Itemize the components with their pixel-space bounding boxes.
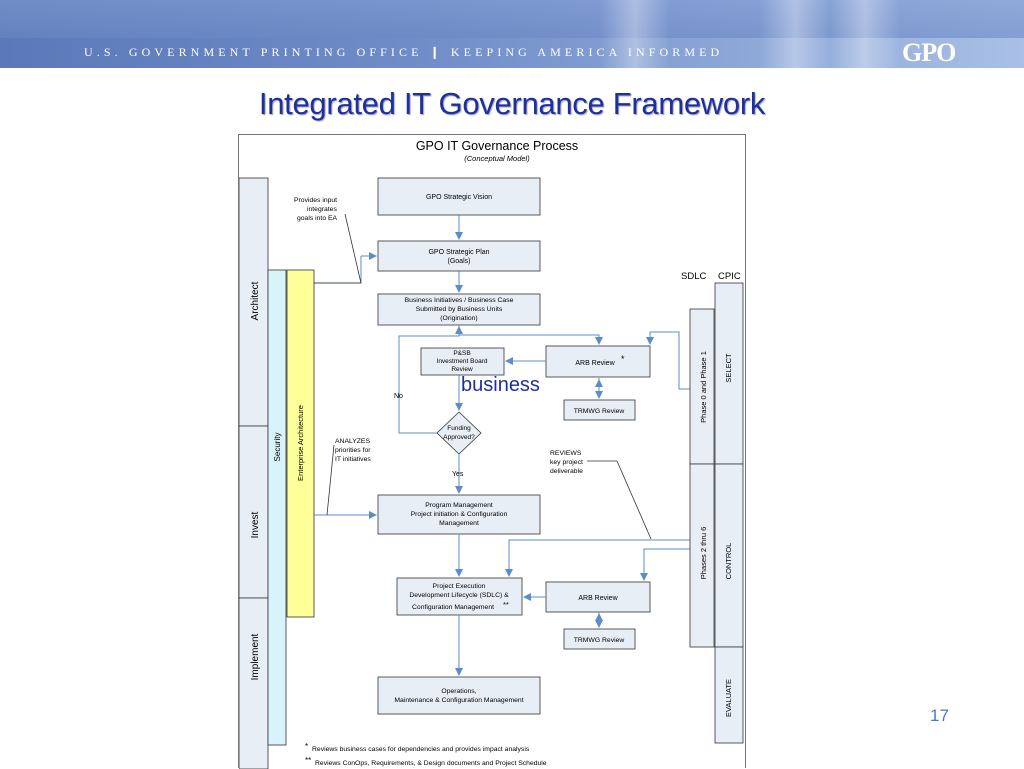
label-provides-1: Provides input (294, 197, 337, 204)
header-banner: U.S. GOVERNMENT PRINTING OFFICE ❙ KEEPIN… (0, 0, 1024, 68)
security-label: Security (273, 433, 282, 462)
business-initiatives-text-1: Business Initiatives / Business Case (405, 297, 514, 304)
footnote-star-2: ** (305, 756, 311, 765)
program-management-box (377, 494, 541, 535)
trmwg-review-box-2 (563, 628, 636, 650)
strategic-plan-text-1: GPO Strategic Plan (428, 249, 489, 256)
label-analyzes-1: ANALYZES (335, 438, 370, 445)
cpic-header: CPIC (718, 271, 741, 282)
business-initiatives-text-3: (Origination) (440, 315, 477, 322)
trmwg-review-box-1 (563, 399, 636, 421)
page-number: 17 (930, 706, 949, 725)
banner-column-shading (600, 0, 670, 68)
sdlc-phase01-label: Phase 0 and Phase 1 (699, 351, 708, 423)
project-execution-star: ** (503, 600, 509, 609)
enterprise-architecture-bar (286, 269, 315, 618)
label-yes: Yes (452, 471, 464, 478)
banner-column-shading (760, 0, 830, 68)
trmwg-review-text-1: TRMWG Review (574, 408, 625, 415)
phase-invest-label: Invest (250, 511, 261, 538)
program-management-text-2: Project initiation & Configuration (411, 511, 508, 518)
funding-decision-diamond (436, 411, 482, 455)
slide-title: Integrated IT Governance Framework (258, 86, 766, 121)
security-bar (267, 269, 287, 746)
psb-review-box (420, 347, 505, 376)
trmwg-review-text-2: TRMWG Review (574, 637, 625, 644)
sdlc-phase01-box (689, 308, 715, 465)
phase-implement-box (239, 597, 269, 769)
business-initiatives-text-2: Submitted by Business Units (416, 306, 503, 313)
leader-provides-input (314, 213, 362, 284)
cpic-evaluate-box (714, 646, 744, 744)
footnote-2: Reviews ConOps, Requirements, & Design d… (315, 760, 547, 767)
strategic-plan-text-2: (Goals) (448, 258, 471, 265)
psb-text-1: P&SB (453, 350, 470, 357)
flow-connectors (314, 215, 690, 676)
label-reviews-3: deliverable (550, 468, 583, 475)
cpic-select-box (714, 282, 744, 465)
footnote-star-1: * (305, 742, 308, 751)
arb-review-star: * (621, 354, 625, 364)
arb-review-text-2: ARB Review (578, 595, 618, 602)
psb-text-3: Review (451, 366, 473, 373)
phase-column: Architect Invest Implement (239, 177, 269, 769)
footnote-1: Reviews business cases for dependencies … (312, 746, 530, 753)
label-analyzes-3: IT initiatives (335, 456, 371, 463)
label-no: No (394, 393, 403, 400)
cpic-control-label: CONTROL (724, 543, 733, 580)
arrow-phase26-to-execution (505, 539, 690, 577)
diagram-subtitle: (Conceptual Model) (464, 154, 530, 163)
overlay-business-text: business (461, 374, 540, 396)
funding-text-2: Approved? (443, 434, 475, 441)
diagram-frame: GPO IT Governance Process (Conceptual Mo… (238, 134, 746, 769)
arb-review-box-1 (545, 345, 651, 378)
annotation-leaders (314, 213, 652, 540)
label-provides-2: integrates (307, 206, 337, 213)
banner-text: U.S. GOVERNMENT PRINTING OFFICE ❙ KEEPIN… (84, 45, 724, 59)
phase-architect-label: Architect (250, 281, 261, 320)
arrow-phase01-to-arb (646, 331, 690, 390)
leader-reviews (587, 460, 652, 540)
arb-review-text-1: ARB Review (575, 360, 615, 367)
governance-process-diagram: GPO IT Governance Process (Conceptual Mo… (239, 139, 744, 769)
diagram-title: GPO IT Governance Process (416, 139, 578, 153)
operations-text-1: Operations, (441, 688, 476, 695)
sdlc-header: SDLC (681, 271, 706, 282)
project-execution-box (396, 577, 523, 616)
program-management-text-3: Management (439, 520, 479, 527)
cpic-evaluate-label: EVALUATE (724, 679, 733, 717)
arrow-initiatives-to-arb (458, 325, 603, 345)
enterprise-architecture-label: Enterprise Architecture (296, 405, 305, 481)
cpic-select-label: SELECT (724, 353, 733, 383)
arrow-phase26-to-arb (640, 548, 690, 581)
banner-column-shading (830, 0, 900, 68)
gpo-logo: GPO (902, 38, 956, 67)
label-reviews-2: key project (550, 459, 583, 466)
project-execution-text-2: Development Lifecycle (SDLC) & (409, 592, 509, 599)
phase-implement-label: Implement (250, 633, 261, 680)
business-initiatives-box (377, 293, 541, 326)
operations-text-2: Maintenance & Configuration Management (394, 697, 523, 704)
strategic-plan-box (377, 240, 541, 272)
sdlc-phase26-label: Phases 2 thru 6 (699, 527, 708, 580)
operations-box (377, 676, 541, 715)
phase-architect-box (239, 177, 269, 427)
label-reviews-1: REVIEWS (550, 450, 582, 457)
funding-text-1: Funding (447, 425, 471, 432)
label-analyzes-2: priorities for (335, 447, 371, 454)
program-management-text-1: Program Management (425, 502, 493, 509)
strategic-vision-text: GPO Strategic Vision (426, 194, 492, 201)
strategic-vision-box (377, 177, 541, 216)
project-execution-text-1: Project Execution (433, 583, 486, 590)
banner-stripe (0, 0, 1024, 38)
label-provides-3: goals into EA (297, 215, 338, 222)
sdlc-phase26-box (689, 463, 715, 648)
project-execution-text-3: Configuration Management (412, 604, 494, 611)
psb-text-2: Investment Board (437, 358, 488, 365)
arrow-no-loop (398, 326, 463, 434)
leader-analyzes (326, 444, 335, 516)
cpic-control-box (714, 463, 744, 648)
